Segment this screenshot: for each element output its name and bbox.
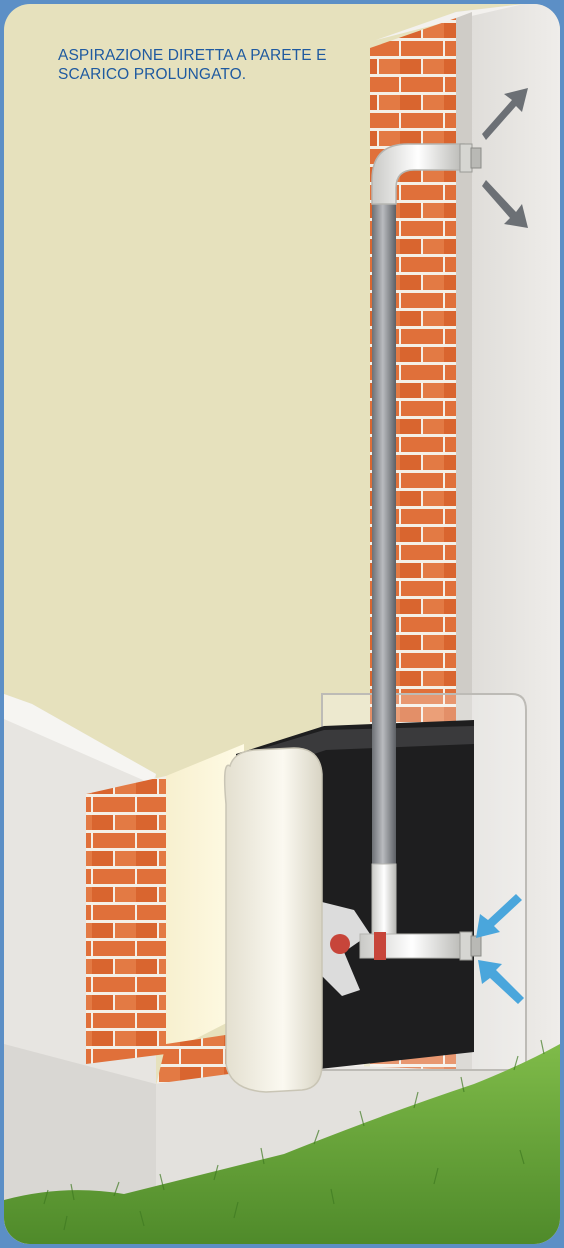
intake-terminal [460,932,472,960]
caption-line-1: ASPIRAZIONE DIRETTA A PARETE E [58,46,358,65]
left-brick-pillar [86,776,166,1064]
caption-line-2: SCARICO PROLUNGATO. [58,65,358,84]
diagram-caption: ASPIRAZIONE DIRETTA A PARETE E SCARICO P… [58,46,358,84]
heater-valve [330,934,350,954]
exhaust-terminal [460,144,472,172]
exhaust-pipe [372,194,396,884]
installation-diagram [4,4,560,1244]
heater-front-cover [225,748,322,1092]
illustration-card: ASPIRAZIONE DIRETTA A PARETE E SCARICO P… [4,4,560,1244]
